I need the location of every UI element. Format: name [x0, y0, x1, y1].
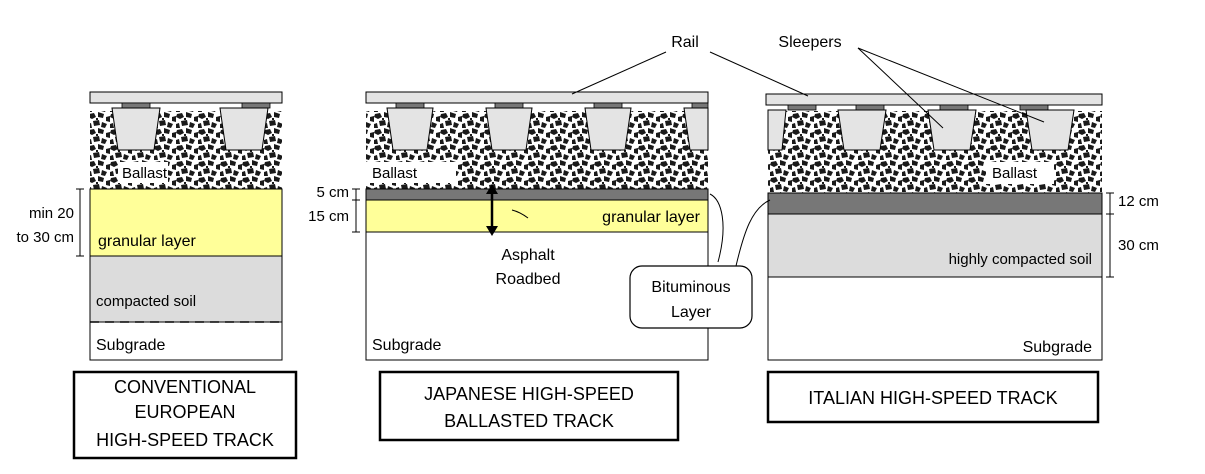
european-soil-layer — [89, 255, 283, 323]
japanese-caption-box — [378, 370, 680, 442]
european-section: Ballast granular layer compacted soil Su… — [16, 91, 298, 460]
japanese-granular-label: granular layer — [602, 209, 701, 226]
japanese-caption-line1: JAPANESE HIGH-SPEED — [424, 384, 634, 404]
european-granular-label: granular layer — [98, 233, 197, 250]
italian-soil-layer — [767, 213, 1103, 278]
italian-bituminous-layer — [767, 192, 1103, 215]
european-rail — [89, 91, 283, 104]
italian-rail — [765, 93, 1103, 106]
bituminous-callout-line2: Layer — [671, 304, 712, 321]
japanese-sleeper — [485, 107, 533, 151]
japanese-section: Ballast granular layer Subgrade Asphalt … — [308, 91, 709, 442]
japanese-sleeper — [683, 107, 709, 151]
japanese-granular-layer — [365, 199, 709, 233]
japanese-subgrade-label: Subgrade — [372, 337, 441, 354]
bituminous-callout-box — [629, 265, 753, 329]
japanese-asphalt-label-line2: Roadbed — [496, 271, 561, 288]
rail-callout-label: Rail — [671, 34, 699, 51]
european-caption-box — [72, 370, 298, 460]
european-subgrade-label: Subgrade — [96, 337, 165, 354]
italian-subgrade-label: Subgrade — [1023, 339, 1092, 356]
japanese-asphalt-layer — [365, 188, 709, 201]
bituminous-callout-line1: Bituminous — [651, 279, 730, 296]
japanese-asphalt-label-line1: Asphalt — [501, 247, 555, 264]
italian-section: Ballast highly compacted soil Subgrade 1… — [765, 93, 1159, 424]
sleepers-callout-label: Sleepers — [778, 34, 841, 51]
european-caption-line3: HIGH-SPEED TRACK — [96, 430, 274, 450]
italian-ballast-label: Ballast — [992, 165, 1038, 182]
european-dimension-line1: min 20 — [29, 205, 74, 222]
italian-dimension-top: 12 cm — [1118, 193, 1159, 210]
european-caption-line1: CONVENTIONAL — [114, 377, 256, 397]
italian-subgrade-layer — [767, 276, 1103, 361]
italian-sleeper — [927, 109, 977, 151]
japanese-sleeper — [584, 107, 632, 151]
japanese-rail — [365, 91, 709, 104]
italian-sleeper — [767, 109, 787, 151]
european-ballast-label: Ballast — [122, 165, 168, 182]
italian-sleeper — [837, 109, 887, 151]
japanese-dimension-bottom: 15 cm — [308, 208, 349, 225]
japanese-ballast-label: Ballast — [372, 165, 418, 182]
italian-dimension-bottom: 30 cm — [1118, 237, 1159, 254]
european-granular-layer — [89, 188, 283, 257]
japanese-dimension-top: 5 cm — [316, 184, 349, 201]
italian-caption-box — [766, 370, 1100, 424]
european-sleeper — [111, 107, 161, 151]
european-caption-line2: EUROPEAN — [134, 402, 235, 422]
italian-caption: ITALIAN HIGH-SPEED TRACK — [808, 388, 1057, 408]
european-sleeper — [219, 107, 269, 151]
callouts: Rail Sleepers Bituminous Layer — [571, 34, 1045, 329]
italian-sleeper — [1025, 109, 1075, 151]
european-soil-label: compacted soil — [96, 293, 196, 310]
japanese-caption-line2: BALLASTED TRACK — [444, 411, 614, 431]
japanese-sleeper — [386, 107, 434, 151]
european-dimension-line2: to 30 cm — [16, 229, 74, 246]
european-subgrade-layer — [89, 321, 283, 361]
italian-soil-label: highly compacted soil — [949, 251, 1092, 268]
